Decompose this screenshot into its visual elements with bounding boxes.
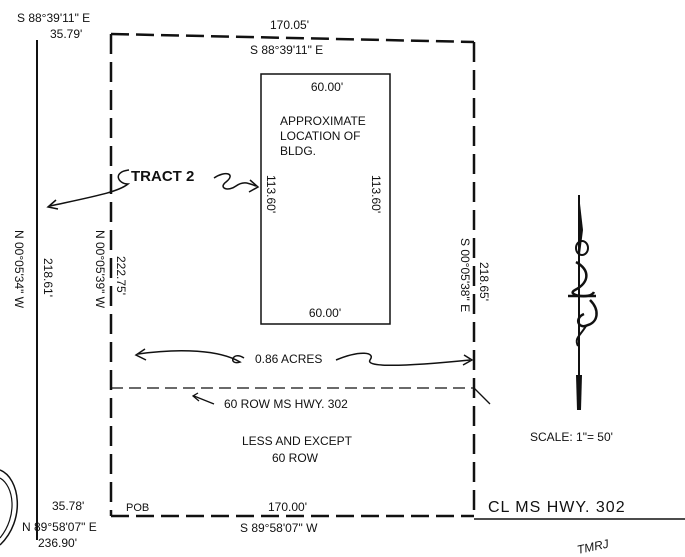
acres-leader-right	[335, 352, 471, 367]
west-inner-dist: 222.75'	[114, 256, 128, 295]
acres-arrowhead-right	[462, 354, 474, 366]
pob-label: POB	[126, 502, 149, 514]
less-except-line2: 60 ROW	[272, 451, 319, 465]
building-left-dist: 113.60'	[264, 175, 278, 213]
less-except-line1: LESS AND EXCEPT	[242, 434, 353, 448]
building-top-dist: 60.00'	[311, 80, 343, 94]
east-dist: 218.65'	[477, 262, 491, 301]
building-caption-line2: LOCATION OF	[280, 129, 360, 143]
west-outer-bearing-top: S 88°39'11" E	[17, 11, 90, 25]
corner-circle-arc	[0, 469, 19, 546]
building-caption-line3: BLDG.	[280, 144, 316, 158]
north-dist-label: 170.05'	[270, 18, 309, 32]
centerline-label: CL MS HWY. 302	[488, 499, 626, 516]
handwritten-initials: TMRJ	[576, 536, 611, 557]
building-footprint	[260, 73, 391, 325]
scale-label: SCALE: 1"= 50'	[530, 430, 613, 444]
tract-label: TRACT 2	[131, 168, 194, 185]
building-caption-line1: APPROXIMATE	[280, 114, 366, 128]
south-left-dist: 35.78'	[52, 499, 84, 513]
tract-leader-right	[213, 172, 257, 190]
parcel-boundary	[109, 32, 476, 518]
corner-circle-arc-inner	[0, 477, 13, 539]
south-outer-bearing: N 89°58'07" E	[22, 520, 97, 534]
tract-arrowhead-left	[46, 199, 59, 210]
acres-label: 0.86 ACRES	[255, 352, 322, 366]
east-bearing: S 00°05'38" E	[458, 238, 472, 312]
building-bottom-dist: 60.00'	[309, 306, 341, 320]
row-leader-line	[193, 395, 215, 405]
south-dist-label: 170.00'	[268, 500, 307, 514]
west-outer-dist: 218.61'	[41, 258, 55, 297]
south-outer-dist: 236.90'	[38, 536, 77, 550]
acres-leader-left	[137, 349, 245, 364]
north-arrow-icon	[568, 195, 598, 410]
north-boundary-line	[110, 32, 475, 44]
west-outer-bearing: N 00°05'34" W	[12, 230, 26, 309]
acres-arrowhead-left	[134, 348, 147, 361]
tract-arrowhead-right	[248, 179, 260, 193]
west-inner-bearing: N 00°05'39" W	[93, 230, 107, 309]
row-tick	[473, 387, 491, 405]
tract-leader-left	[49, 169, 131, 207]
south-bearing-label: S 89°58'07" W	[240, 521, 318, 535]
north-bearing-label: S 88°39'11" E	[250, 43, 323, 57]
row-arrowhead	[191, 392, 200, 402]
west-outer-dist-top: 35.79'	[50, 27, 82, 41]
row-label: 60 ROW MS HWY. 302	[224, 397, 348, 411]
building-right-dist: 113.60'	[369, 175, 383, 213]
